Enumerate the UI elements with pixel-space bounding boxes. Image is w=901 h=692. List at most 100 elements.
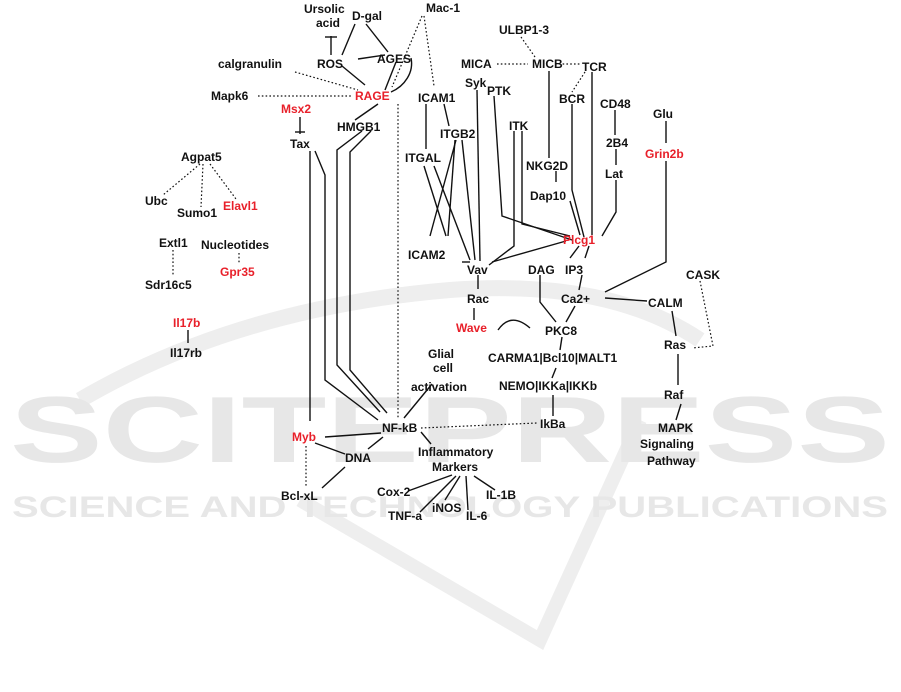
edge-tcr-bcr bbox=[571, 71, 586, 93]
edge-markers-tnfa bbox=[419, 475, 457, 513]
node-vav: Vav bbox=[467, 263, 488, 277]
watermark-tagline: SCIENCE AND TECHNOLOGY PUBLICATIONS bbox=[12, 491, 888, 524]
edge-dag-pkc bbox=[539, 275, 557, 323]
edge-itgb2-vav bbox=[461, 139, 476, 261]
watermark: SCITEPRESS SCIENCE AND TECHNOLOGY PUBLIC… bbox=[10, 280, 890, 650]
node-itgal: ITGAL bbox=[405, 151, 441, 165]
edge-ages-rage-1 bbox=[384, 61, 397, 91]
node-labels: Ursolic acid D-gal Mac-1 ROS AGES calgra… bbox=[145, 1, 720, 523]
node-mapk-1: MAPK bbox=[658, 421, 694, 435]
node-tax: Tax bbox=[290, 137, 310, 151]
edge-plcg1-vav bbox=[491, 240, 567, 263]
node-acid: acid bbox=[316, 16, 340, 30]
edge-markers-cox2 bbox=[407, 474, 453, 492]
edge-ca2-pkc bbox=[565, 305, 576, 323]
edge-dap10-plcg1 bbox=[569, 200, 581, 236]
edge-myb-dna bbox=[314, 442, 346, 455]
edge-ca2-calm bbox=[604, 297, 648, 302]
edge-cask-ras bbox=[691, 280, 714, 349]
node-hmgb1: HMGB1 bbox=[337, 120, 381, 134]
edge-nfkb-myb bbox=[324, 432, 382, 438]
node-agpat5: Agpat5 bbox=[181, 150, 222, 164]
node-grin2b: Grin2b bbox=[645, 147, 684, 161]
edge-calm-ras bbox=[671, 310, 677, 337]
node-dna: DNA bbox=[345, 451, 371, 465]
node-sumo1: Sumo1 bbox=[177, 206, 217, 220]
node-glial-2: cell bbox=[433, 361, 453, 375]
node-sdr16c5: Sdr16c5 bbox=[145, 278, 192, 292]
node-ursolic: Ursolic bbox=[304, 2, 345, 16]
node-cask: CASK bbox=[686, 268, 720, 282]
node-carma: CARMA1|Bcl10|MALT1 bbox=[488, 351, 618, 365]
node-dap10: Dap10 bbox=[530, 189, 566, 203]
node-icam1: ICAM1 bbox=[418, 91, 456, 105]
edges bbox=[162, 15, 714, 513]
edge-carma-nemo bbox=[551, 367, 557, 379]
node-micb: MICB bbox=[532, 57, 563, 71]
node-il6: IL-6 bbox=[466, 509, 488, 523]
node-itgb2: ITGB2 bbox=[440, 127, 476, 141]
node-ca2: Ca2+ bbox=[561, 292, 590, 306]
node-ras: Ras bbox=[664, 338, 686, 352]
node-rac: Rac bbox=[467, 292, 489, 306]
edge-mac1-icam1 bbox=[423, 15, 435, 87]
node-pkc: PKC8 bbox=[545, 324, 577, 338]
node-syk: Syk bbox=[465, 76, 487, 90]
node-elavl1: Elavl1 bbox=[223, 199, 258, 213]
edge-itgb2-icam2 bbox=[447, 139, 456, 237]
edge-markers-il1b bbox=[473, 475, 496, 491]
edge-markers-il6 bbox=[465, 475, 469, 511]
node-mapk6: Mapk6 bbox=[211, 89, 249, 103]
node-mica: MICA bbox=[461, 57, 492, 71]
node-ages: AGES bbox=[377, 52, 411, 66]
node-cox2: Cox-2 bbox=[377, 485, 411, 499]
node-il1b: IL-1B bbox=[486, 488, 516, 502]
node-tnfa: TNF-a bbox=[388, 509, 422, 523]
edge-ip3-ca2 bbox=[578, 274, 583, 291]
node-glial-1: Glial bbox=[428, 347, 454, 361]
edge-plcg1-ip3 bbox=[584, 245, 590, 259]
node-wave: Wave bbox=[456, 321, 487, 335]
node-lat: Lat bbox=[605, 167, 623, 181]
edge-dna-bclxl bbox=[321, 466, 346, 489]
node-bclxl: Bcl-xL bbox=[281, 489, 318, 503]
node-nfkb: NF-kB bbox=[382, 421, 418, 435]
node-inflammatory-2: Markers bbox=[432, 460, 478, 474]
node-mac1: Mac-1 bbox=[426, 1, 460, 15]
edge-calgranulin-rage bbox=[294, 71, 359, 91]
edge-hmgb1-nfkb-1 bbox=[336, 130, 381, 413]
node-ros: ROS bbox=[317, 57, 343, 71]
node-msx2: Msx2 bbox=[281, 102, 311, 116]
edge-ptk-plcg1 bbox=[493, 95, 573, 241]
edge-hmgb1-nfkb-2 bbox=[349, 130, 388, 414]
edge-itgal-vav bbox=[433, 165, 471, 261]
node-calgranulin: calgranulin bbox=[218, 57, 282, 71]
edge-nfkb-glial bbox=[403, 383, 433, 419]
edge-pkc-carma bbox=[559, 336, 563, 351]
node-il17b: Il17b bbox=[173, 316, 200, 330]
node-glial-3: activation bbox=[411, 380, 467, 394]
edge-plcg1-dag bbox=[569, 245, 580, 259]
edge-markers-inos bbox=[444, 475, 461, 501]
edge-ros-ages bbox=[357, 54, 386, 60]
edge-ros-rage bbox=[341, 65, 366, 86]
edge-agpat5-elavl1 bbox=[209, 163, 237, 200]
edge-nfkb-ikba bbox=[420, 422, 538, 429]
node-dgal: D-gal bbox=[352, 9, 382, 23]
edge-bcr-plcg1 bbox=[571, 104, 585, 238]
edge-itgal-icam2-1 bbox=[423, 165, 447, 237]
node-extl1: Extl1 bbox=[159, 236, 188, 250]
edge-agpat5-sumo1 bbox=[200, 163, 204, 208]
node-glu: Glu bbox=[653, 107, 673, 121]
node-inos: iNOS bbox=[432, 501, 461, 515]
node-bcr: BCR bbox=[559, 92, 585, 106]
node-nucleotides: Nucleotides bbox=[201, 238, 269, 252]
edge-grin2b-ca2 bbox=[604, 161, 667, 293]
node-myb: Myb bbox=[292, 430, 316, 444]
watermark-check bbox=[296, 417, 647, 650]
edge-agpat5-ubc bbox=[162, 163, 201, 196]
edge-wave-pkc bbox=[497, 319, 531, 331]
node-rage: RAGE bbox=[355, 89, 390, 103]
node-inflammatory-1: Inflammatory bbox=[418, 445, 494, 459]
